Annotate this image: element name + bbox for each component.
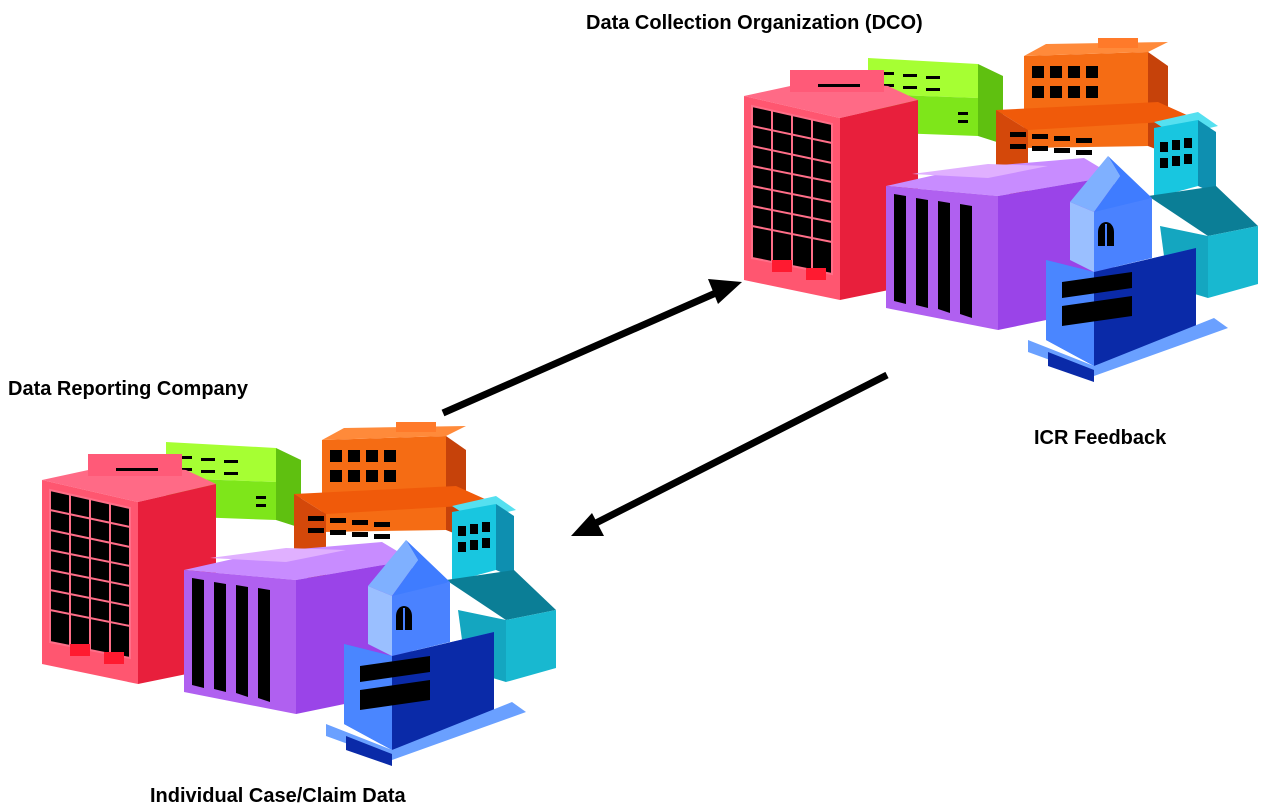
office-buildings-cluster-icon	[744, 38, 1258, 382]
icr-feedback-label: ICR Feedback	[1034, 427, 1167, 449]
data-reporting-company-label: Data Reporting Company	[8, 378, 249, 400]
arrow-to-dco	[441, 279, 742, 417]
dco-label: Data Collection Organization (DCO)	[586, 12, 923, 34]
arrow-to-reporting-company	[571, 371, 889, 536]
case-claim-data-label: Individual Case/Claim Data	[150, 785, 406, 807]
office-buildings-cluster-icon	[42, 422, 556, 766]
dco-buildings-icon	[744, 38, 1258, 382]
reporting-company-buildings-icon	[42, 422, 556, 766]
